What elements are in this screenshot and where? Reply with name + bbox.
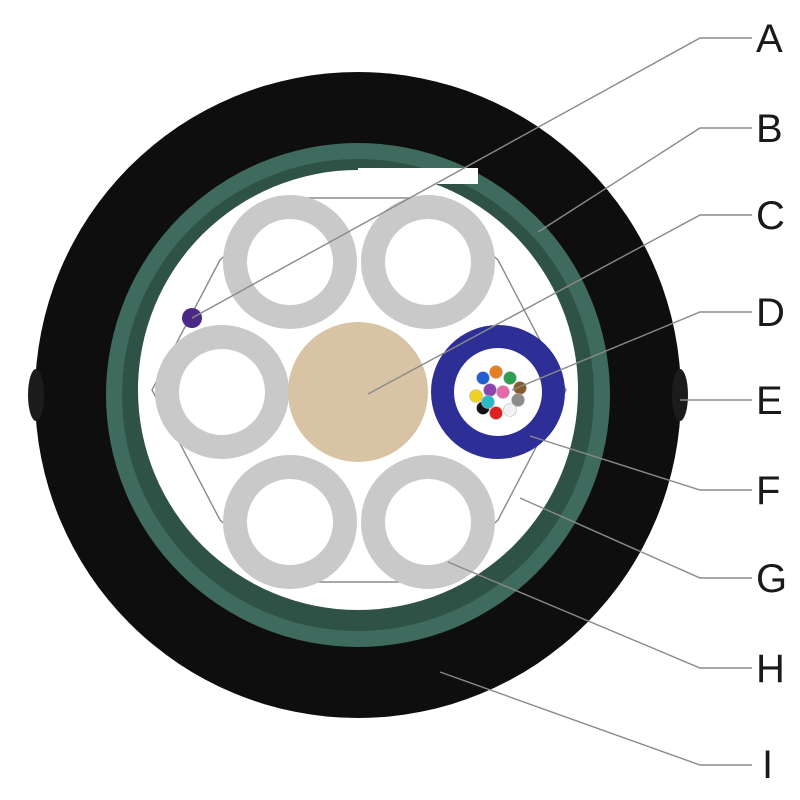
filler-tube	[155, 325, 289, 459]
filler-tube	[361, 455, 495, 589]
leader-f	[529, 435, 752, 491]
filler-tube	[361, 195, 495, 329]
callout-label-i: I	[762, 743, 773, 787]
leader-g	[519, 497, 752, 579]
leader-c	[367, 214, 752, 395]
leader-b	[537, 127, 752, 233]
jacket-ridge-right	[672, 369, 688, 421]
callout-leader-lines	[191, 37, 752, 766]
callout-label-b: B	[756, 107, 783, 151]
leader-i	[439, 671, 752, 766]
tape-overlap-notch	[358, 168, 478, 184]
optical-fiber	[481, 395, 495, 409]
filler-tube	[223, 195, 357, 329]
optical-fibers	[469, 365, 527, 420]
optical-fiber	[511, 393, 525, 407]
callout-label-c: C	[756, 194, 785, 238]
callout-label-d: D	[756, 291, 785, 335]
callout-label-e: E	[756, 379, 783, 423]
optical-fiber	[496, 385, 510, 399]
optical-fiber	[503, 371, 517, 385]
filler-rods	[155, 195, 495, 589]
callout-label-a: A	[756, 17, 783, 61]
optical-fiber	[469, 389, 483, 403]
jacket-ridge-left	[28, 369, 44, 421]
optical-fiber	[503, 403, 517, 417]
callout-label-h: H	[756, 647, 785, 691]
callout-label-f: F	[756, 469, 780, 513]
optical-fiber	[489, 406, 503, 420]
filler-tube	[223, 455, 357, 589]
leader-h	[447, 561, 752, 669]
central-strength-member	[288, 322, 428, 462]
leader-a	[191, 37, 752, 319]
optical-fiber	[476, 371, 490, 385]
leader-d	[511, 311, 752, 391]
optical-fiber	[489, 365, 503, 379]
callout-label-g: G	[756, 557, 787, 601]
optical-fiber	[483, 383, 497, 397]
